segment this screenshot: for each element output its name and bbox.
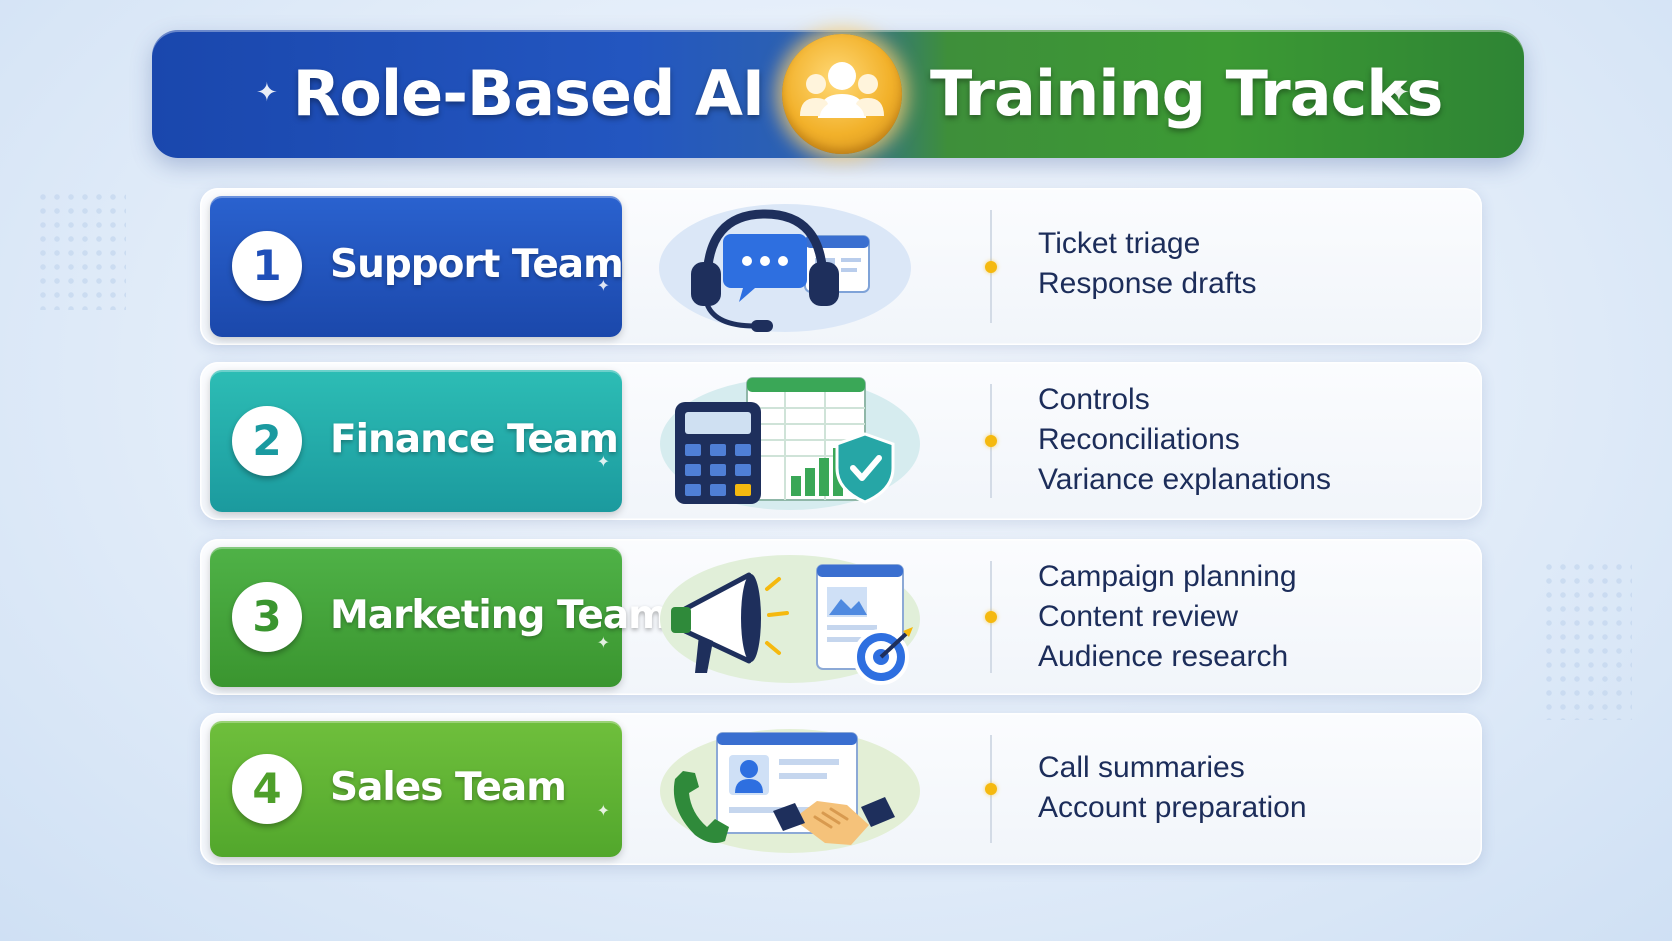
team-name: Marketing Team — [330, 593, 669, 638]
title-right-text: Training Tracks — [930, 57, 1443, 130]
bullet-dot — [985, 435, 997, 447]
megaphone-target-icon — [655, 549, 925, 691]
track-items: Controls Reconciliations Variance explan… — [1038, 380, 1331, 500]
sparkle-icon: ✦ — [596, 801, 610, 820]
team-name: Sales Team — [330, 765, 567, 810]
track-items: Ticket triage Response drafts — [1038, 224, 1256, 304]
sparkle-icon: ✦ — [596, 633, 610, 652]
calculator-spreadsheet-shield-icon — [655, 372, 925, 516]
team-name: Finance Team — [330, 417, 619, 462]
track-item: Ticket triage — [1038, 227, 1201, 260]
team-block-marketing: 3 Marketing Team ✦ — [210, 547, 669, 687]
background-dots-left — [36, 190, 126, 310]
track-item: Content review — [1038, 600, 1239, 633]
track-item: Account preparation — [1038, 791, 1307, 824]
bullet-dot — [985, 261, 997, 273]
track-row-sales: 4 Sales Team ✦ Call summaries Account pr… — [200, 713, 1482, 865]
sparkle-icon: ✦ — [596, 452, 610, 471]
track-number: 4 — [232, 754, 302, 824]
track-row-finance: 2 Finance Team ✦ — [200, 362, 1482, 520]
track-number: 1 — [232, 231, 302, 301]
track-item: Campaign planning — [1038, 560, 1297, 593]
team-block-finance: 2 Finance Team ✦ — [210, 370, 622, 512]
headset-chat-icon — [655, 198, 915, 340]
title-left-text: Role-Based AI — [292, 57, 765, 130]
phone-handshake-icon — [655, 723, 925, 861]
track-row-marketing: 3 Marketing Team ✦ Campaign — [200, 539, 1482, 695]
track-row-support: 1 Support Team ✦ Ticket triage Response … — [200, 188, 1482, 345]
track-item: Response drafts — [1038, 267, 1257, 300]
team-block-sales: 4 Sales Team ✦ — [210, 721, 622, 857]
bullet-dot — [985, 611, 997, 623]
title-banner: ✦ Role-Based AI Training Tracks ✦ — [152, 30, 1524, 158]
sparkle-icon: ✦ — [256, 78, 278, 108]
track-item: Controls — [1038, 383, 1150, 416]
track-item: Call summaries — [1038, 751, 1245, 784]
track-item: Reconciliations — [1038, 423, 1240, 456]
track-number: 3 — [232, 582, 302, 652]
team-block-support: 1 Support Team ✦ — [210, 196, 624, 337]
track-item: Variance explanations — [1038, 463, 1331, 496]
background-dots-right — [1542, 560, 1632, 720]
bullet-dot — [985, 783, 997, 795]
sparkle-icon: ✦ — [1388, 78, 1410, 108]
track-item: Audience research — [1038, 640, 1289, 673]
track-items: Call summaries Account preparation — [1038, 748, 1307, 828]
track-number: 2 — [232, 406, 302, 476]
track-items: Campaign planning Content review Audienc… — [1038, 557, 1297, 677]
team-group-icon — [782, 34, 902, 154]
team-name: Support Team — [330, 242, 624, 287]
sparkle-icon: ✦ — [596, 276, 610, 295]
